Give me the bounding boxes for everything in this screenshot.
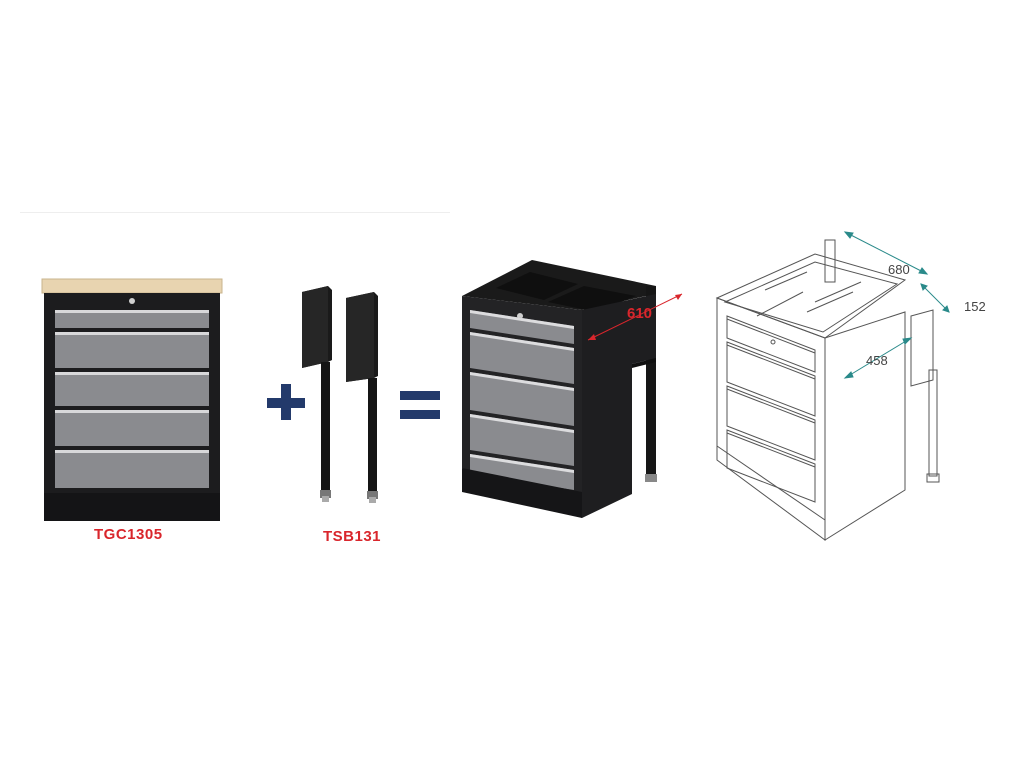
stand-leg-right: [346, 292, 378, 503]
stand-tsb131: [302, 286, 378, 503]
depth-dimension-label: 610: [627, 305, 653, 322]
dimension-side: 152: [964, 299, 986, 314]
wood-worktop: [41, 278, 223, 294]
stand-leg-left: [302, 286, 332, 502]
technical-drawing: [715, 231, 950, 541]
equals-icon: [400, 391, 440, 419]
lock-icon: [129, 298, 135, 304]
drawers: [55, 310, 209, 488]
cabinet-label: TGC1305: [94, 526, 163, 543]
stand-label: TSB131: [323, 528, 382, 545]
top-divider: [20, 212, 450, 213]
dimension-depth: 458: [866, 353, 888, 368]
cabinet-tgc1305: [41, 278, 223, 521]
combined-cabinet: [462, 260, 683, 518]
drawers: [470, 310, 574, 490]
dimension-width: 680: [888, 262, 910, 277]
plus-icon: [267, 384, 305, 420]
